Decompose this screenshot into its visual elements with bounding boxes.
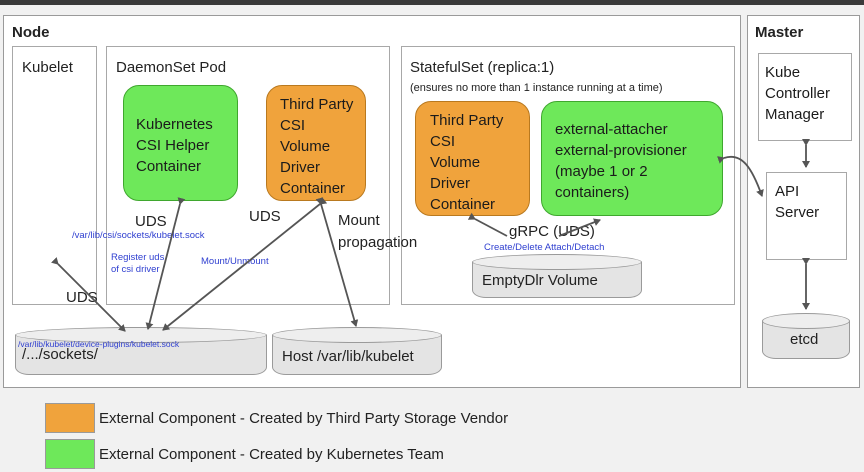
- csi-helper-container: Kubernetes CSI Helper Container: [123, 85, 238, 201]
- daemonset-driver-container: Third Party CSI Volume Driver Container: [266, 85, 366, 201]
- host-volume-top: [272, 327, 442, 343]
- statefulset-note: (ensures no more than 1 instance running…: [410, 82, 663, 94]
- etcd-volume-top: [762, 313, 850, 329]
- kubelet-label: Kubelet: [22, 59, 73, 76]
- api-server-box: API Server: [766, 172, 847, 260]
- api-line-1: API: [775, 183, 800, 200]
- arrow-driver-host: [315, 197, 359, 327]
- csi-helper-line-1: Kubernetes: [136, 116, 213, 133]
- ss-driver-line-4: Driver: [430, 175, 470, 192]
- attacher-line-3: (maybe 1 or 2: [555, 163, 648, 180]
- csi-helper-line-2: CSI Helper: [136, 137, 210, 154]
- controller-manager-box: Kube Controller Manager: [758, 53, 852, 141]
- daemonset-pod-title: DaemonSet Pod: [116, 59, 227, 76]
- ss-driver-line-3: Volume: [430, 154, 481, 171]
- legend-label-kubernetes: External Component - Created by Kubernet…: [99, 446, 444, 463]
- arrow-attacher-apiserver: [717, 155, 764, 197]
- emptydir-volume-top: [472, 254, 642, 270]
- master-title: Master: [755, 24, 804, 41]
- legend-swatch-vendor: [45, 403, 95, 433]
- create-delete-annotation: Create/Delete Attach/Detach: [484, 242, 605, 253]
- register-annotation-2: of csi driver: [111, 264, 160, 275]
- ds-driver-line-1: Third Party: [280, 96, 354, 113]
- host-label: Host /var/lib/kubelet: [282, 348, 414, 365]
- statefulset-driver-container: Third Party CSI Volume Driver Container: [415, 101, 530, 216]
- emptydir-label: EmptyDlr Volume: [482, 272, 598, 289]
- api-line-2: Server: [775, 204, 820, 221]
- arrow-driver-sockets: [162, 197, 328, 331]
- attacher-line-4: containers): [555, 184, 630, 201]
- csi-helper-line-3: Container: [136, 158, 202, 175]
- top-bar: [0, 0, 864, 5]
- external-attacher-container: external-attacher external-provisioner (…: [541, 101, 723, 216]
- legend-label-vendor: External Component - Created by Third Pa…: [99, 410, 509, 427]
- statefulset-title: StatefulSet (replica:1): [410, 59, 555, 76]
- legend-swatch-kubernetes: [45, 439, 95, 469]
- plugins-sock-annotation: /var/lib/kubelet/device-plugins/kubelet.…: [18, 339, 180, 349]
- ss-driver-line-2: CSI: [430, 133, 456, 150]
- etcd-label: etcd: [790, 331, 819, 348]
- ds-driver-line-5: Container: [280, 180, 346, 197]
- controller-line-1: Kube: [765, 64, 801, 81]
- node-title: Node: [12, 24, 50, 41]
- arrow-helper-sockets: [145, 197, 186, 330]
- arrow-kubelet-sockets: [50, 256, 126, 332]
- ds-driver-line-2: CSI: [280, 117, 306, 134]
- ss-driver-line-5: Container: [430, 196, 496, 213]
- kubelet-sock-annotation: /var/lib/csi/sockets/kubelet.sock: [72, 230, 205, 241]
- grpc-label: gRPC (UDS): [509, 223, 595, 240]
- register-annotation-1: Register uds: [111, 252, 165, 263]
- ds-driver-line-4: Driver: [280, 159, 320, 176]
- ds-driver-line-3: Volume: [280, 138, 331, 155]
- attacher-line-2: external-provisioner: [555, 142, 687, 159]
- arrow-attacher-emptydir: [558, 218, 601, 237]
- arrow-ssdriver-emptydir: [467, 212, 508, 237]
- controller-line-2: Controller: [765, 85, 831, 102]
- controller-line-3: Manager: [765, 106, 825, 123]
- attacher-line-1: external-attacher: [555, 121, 668, 138]
- ss-driver-line-1: Third Party: [430, 112, 504, 129]
- sockets-label: /.../sockets/: [22, 346, 98, 363]
